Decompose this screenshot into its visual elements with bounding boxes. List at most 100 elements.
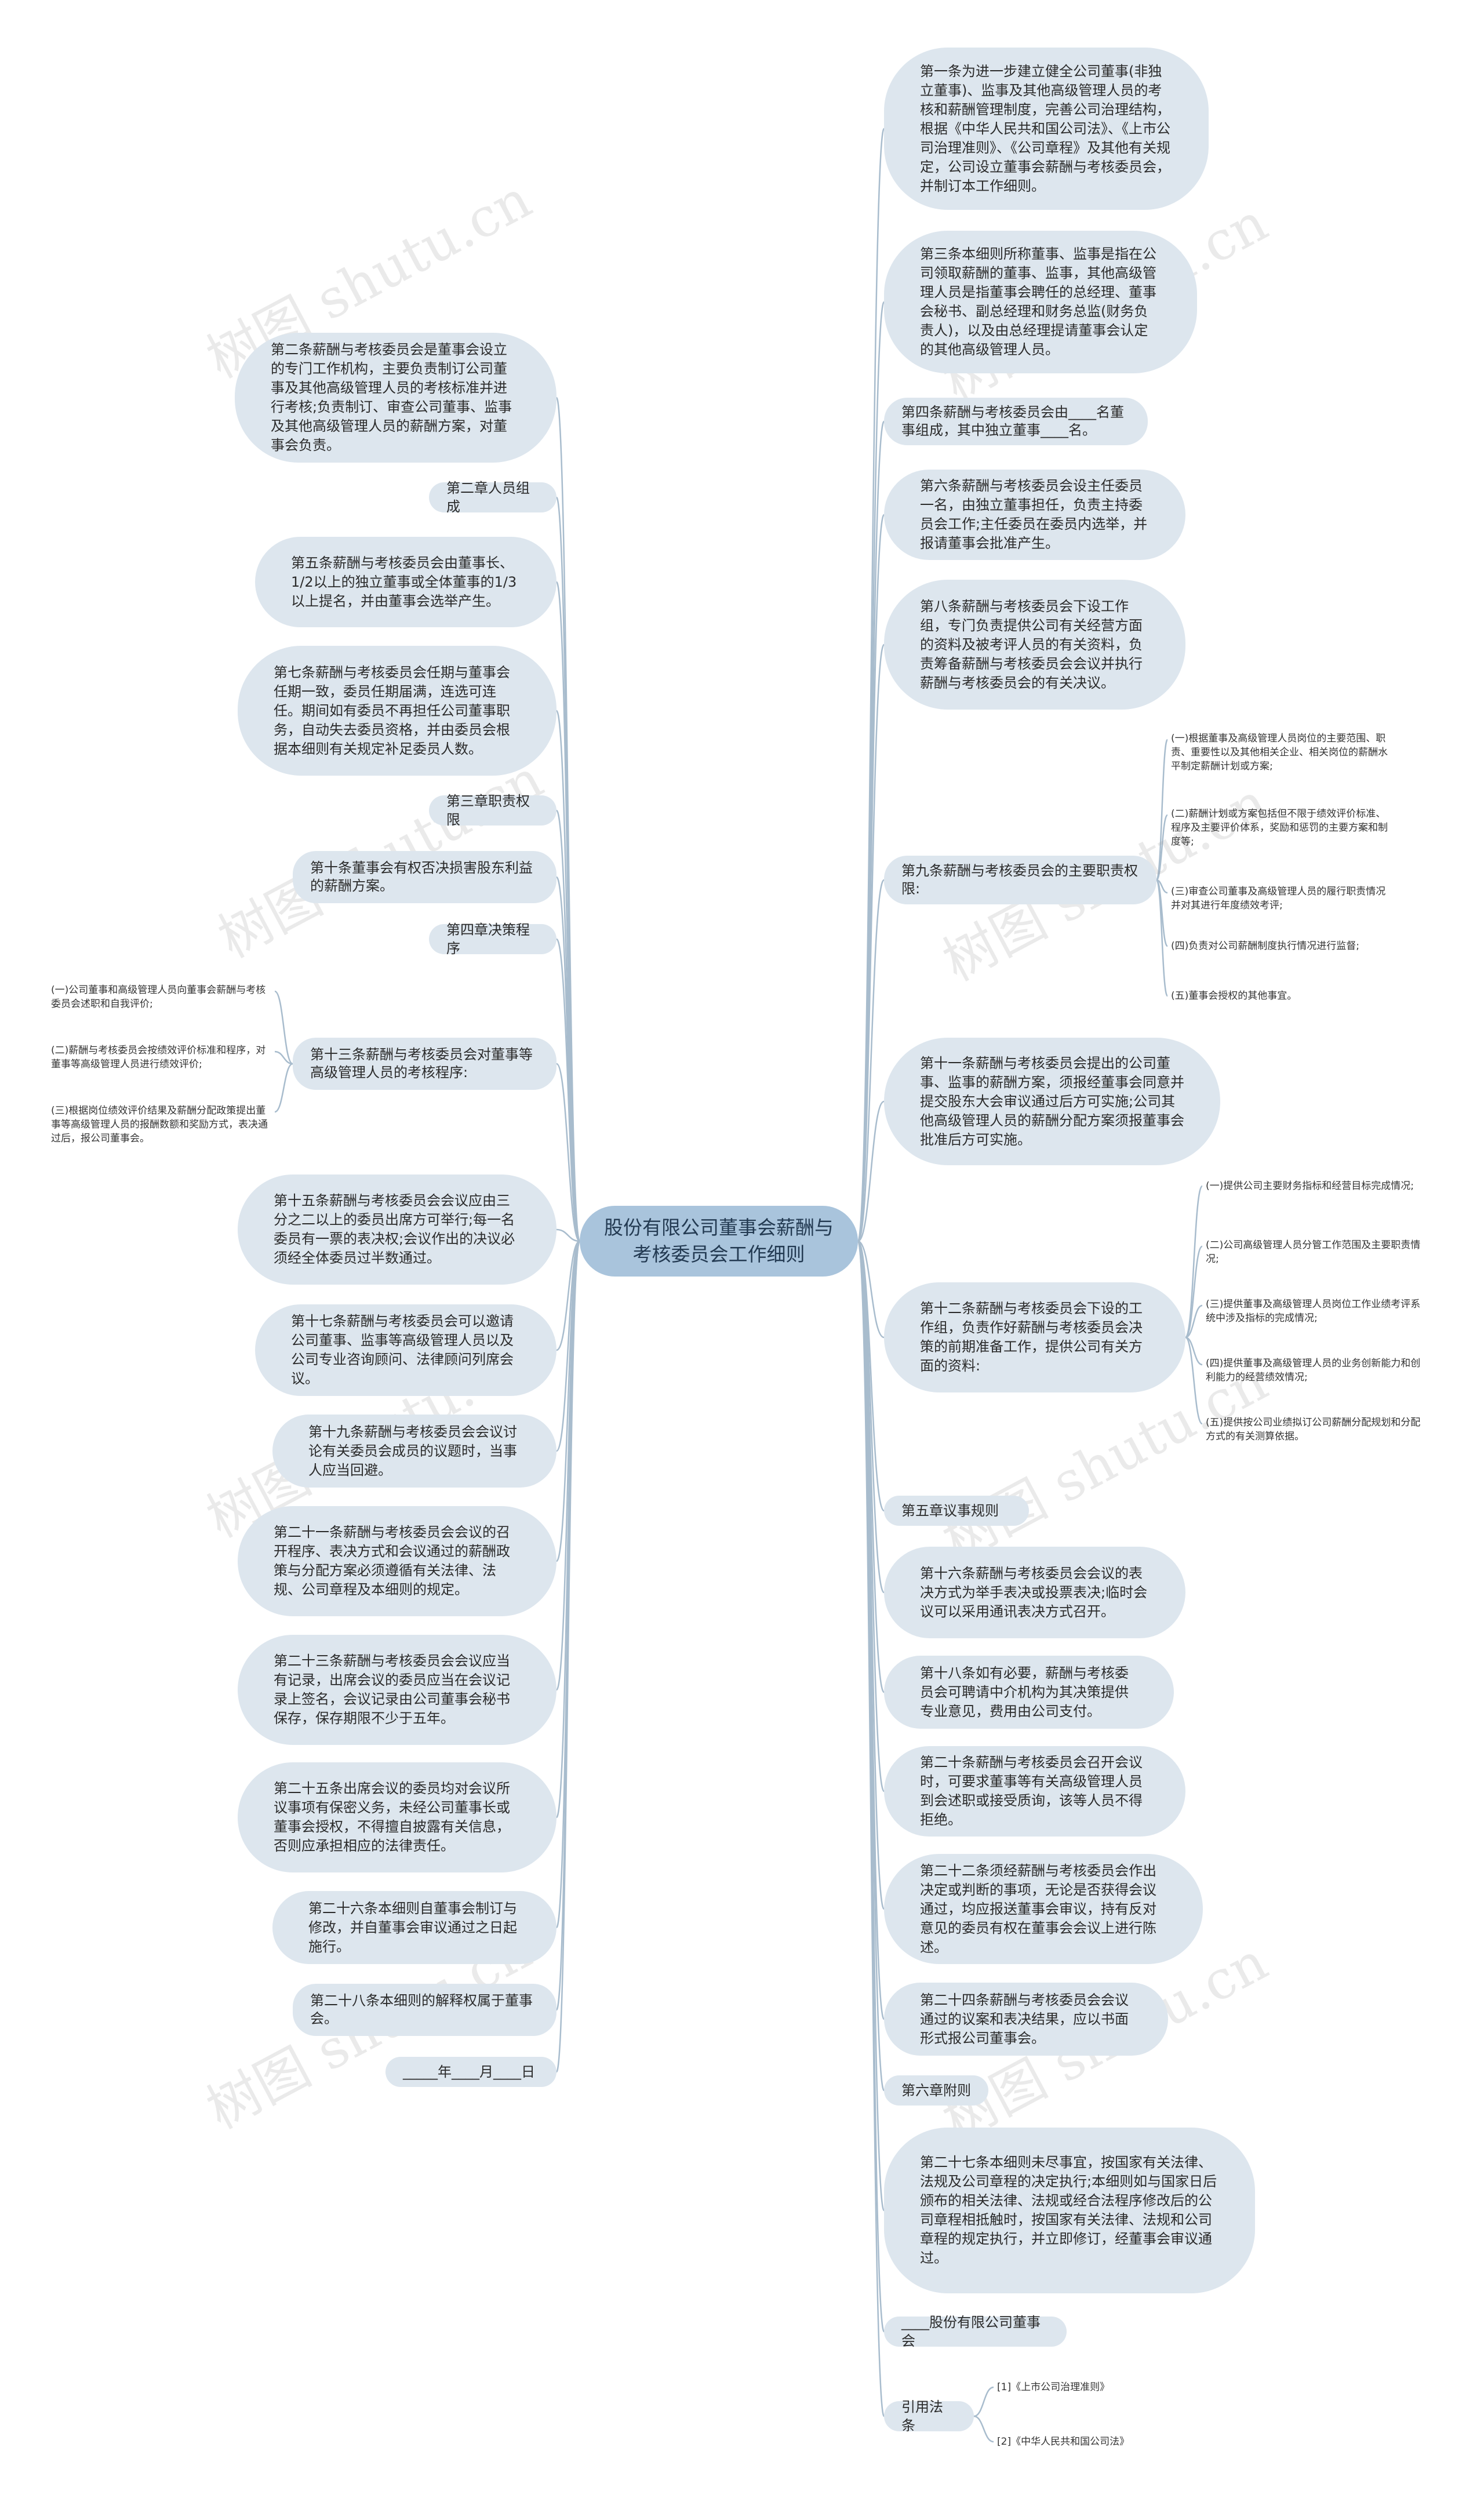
r7-leaf-2: (三)提供董事及高级管理人员岗位工作业绩考评系统中涉及指标的完成情况; xyxy=(1206,1297,1426,1325)
l5-label: 第十条董事会有权否决损害股东利益的薪酬方案。 xyxy=(310,860,533,894)
r5-node[interactable]: 第九条薪酬与考核委员会的主要职责权限: xyxy=(884,856,1156,904)
connector-right-7-leaf-2 xyxy=(1185,1304,1203,1339)
r7-node[interactable]: 第十二条薪酬与考核委员会下设的工作组，负责作好薪酬与考核委员会决策的前期准备工作… xyxy=(884,1282,1185,1392)
leaf-label: (二)薪酬与考核委员会按绩效评价标准和程序，对董事等高级管理人员进行绩效评价; xyxy=(51,1045,266,1070)
connector-right-7-leaf-4 xyxy=(1185,1336,1203,1425)
r10-node[interactable]: 第十八条如有必要，薪酬与考核委员会可聘请中介机构为其决策提供专业意见，费用由公司… xyxy=(884,1656,1174,1729)
r17-leaf-0: [1]《上市公司治理准则》 xyxy=(997,2380,1171,2394)
r11-node[interactable]: 第二十条薪酬与考核委员会召开会议时，可要求董事等有关高级管理人员到会述职或接受质… xyxy=(884,1746,1185,1837)
leaf-label: (三)根据岗位绩效评价结果及薪酬分配政策提出董事等高级管理人员的报酬数额和奖励方… xyxy=(51,1105,268,1144)
r13-label: 第二十四条薪酬与考核委员会会议通过的议案和表决结果，应以书面形式报公司董事会。 xyxy=(920,1991,1129,2046)
leaf-label: (四)提供董事及高级管理人员的业务创新能力和创利能力的经营绩效情况; xyxy=(1206,1358,1421,1383)
r5-leaf-1: (二)薪酬计划或方案包括但不限于绩效评价标准、程序及主要评价体系，奖励和惩罚的主… xyxy=(1171,807,1391,849)
l7-leaf-2: (三)根据岗位绩效评价结果及薪酬分配政策提出董事等高级管理人员的报酬数额和奖励方… xyxy=(51,1104,271,1146)
l8-node[interactable]: 第十五条薪酬与考核委员会会议应由三分之二以上的委员出席方可举行;每一名委员有一票… xyxy=(238,1174,556,1285)
l7-label: 第十三条薪酬与考核委员会对董事等高级管理人员的考核程序: xyxy=(310,1046,533,1081)
connector-left-7 xyxy=(555,1063,581,1242)
leaf-label: [2]《中华人民共和国公司法》 xyxy=(997,2436,1130,2448)
connector-left-7-leaf-0 xyxy=(274,990,293,1065)
r14-label: 第六章附则 xyxy=(901,2082,971,2099)
leaf-label: (二)公司高级管理人员分管工作范围及主要职责情况; xyxy=(1206,1239,1421,1265)
l2-node[interactable]: 第五条薪酬与考核委员会由董事长、1/2以上的独立董事或全体董事的1/3以上提名，… xyxy=(255,537,556,627)
r2-node[interactable]: 第四条薪酬与考核委员会由____名董事组成，其中独立董事____名。 xyxy=(884,398,1148,445)
connector-left-9 xyxy=(556,1240,580,1351)
l9-node[interactable]: 第十七条薪酬与考核委员会可以邀请公司董事、监事等高级管理人员以及公司专业咨询顾问… xyxy=(255,1304,556,1396)
leaf-label: (一)公司董事和高级管理人员向董事会薪酬与考核委员会述职和自我评价; xyxy=(51,984,266,1010)
r17-leaf-1: [2]《中华人民共和国公司法》 xyxy=(997,2435,1171,2449)
r7-leaf-4: (五)提供按公司业绩拟订公司薪酬分配规划和分配方式的有关测算依据。 xyxy=(1206,1416,1426,1443)
connector-right-3 xyxy=(857,514,885,1242)
leaf-label: (五)董事会授权的其他事宜。 xyxy=(1171,990,1297,1002)
r15-node[interactable]: 第二十七条本细则未尽事宜，按国家有关法律、法规及公司章程的决定执行;本细则如与国… xyxy=(884,2128,1255,2293)
leaf-label: (一)提供公司主要财务指标和经营目标完成情况; xyxy=(1206,1180,1414,1192)
r4-node[interactable]: 第八条薪酬与考核委员会下设工作组，专门负责提供公司有关经营方面的资料及被考评人员… xyxy=(884,580,1185,710)
connector-left-16 xyxy=(555,1240,581,2073)
l16-label: _____年____月____日 xyxy=(403,2064,535,2080)
connector-right-6 xyxy=(857,1100,885,1242)
connector-right-17-leaf-0 xyxy=(973,2386,994,2417)
l12-node[interactable]: 第二十三条薪酬与考核委员会会议应当有记录，出席会议的委员应当在会议记录上签名，会… xyxy=(238,1635,556,1745)
l8-label: 第十五条薪酬与考核委员会会议应由三分之二以上的委员出席方可举行;每一名委员有一票… xyxy=(274,1192,515,1266)
r5-leaf-0: (一)根据董事及高级管理人员岗位的主要范围、职责、重要性以及其他相关企业、相关岗… xyxy=(1171,732,1391,773)
l3-label: 第七条薪酬与考核委员会任期与董事会任期一致，委员任期届满，连选可连任。期间如有委… xyxy=(274,664,510,757)
r13-node[interactable]: 第二十四条薪酬与考核委员会会议通过的议案和表决结果，应以书面形式报公司董事会。 xyxy=(884,1983,1168,2056)
l9-label: 第十七条薪酬与考核委员会可以邀请公司董事、监事等高级管理人员以及公司专业咨询顾问… xyxy=(291,1313,514,1387)
root-node[interactable]: 股份有限公司董事会薪酬与考核委员会工作细则 xyxy=(580,1206,858,1277)
r12-node[interactable]: 第二十二条须经薪酬与考核委员会作出决定或判断的事项，无论是否获得会议通过，均应报… xyxy=(884,1854,1203,1964)
leaf-label: (二)薪酬计划或方案包括但不限于绩效评价标准、程序及主要评价体系，奖励和惩罚的主… xyxy=(1171,808,1388,848)
r10-label: 第十八条如有必要，薪酬与考核委员会可聘请中介机构为其决策提供专业意见，费用由公司… xyxy=(920,1664,1129,1719)
l13-node[interactable]: 第二十五条出席会议的委员均对会议所议事项有保密义务，未经公司董事长或董事会授权，… xyxy=(238,1762,556,1872)
l2-label: 第五条薪酬与考核委员会由董事长、1/2以上的独立董事或全体董事的1/3以上提名，… xyxy=(291,554,517,609)
r7-leaf-1: (二)公司高级管理人员分管工作范围及主要职责情况; xyxy=(1206,1238,1426,1266)
l0-node[interactable]: 第二条薪酬与考核委员会是董事会设立的专门工作机构，主要负责制订公司董事及其他高级… xyxy=(235,333,556,463)
connector-left-7-leaf-2 xyxy=(274,1063,293,1113)
connector-right-7-leaf-1 xyxy=(1184,1245,1203,1339)
r5-leaf-2: (三)审查公司董事及高级管理人员的履行职责情况并对其进行年度绩效考评; xyxy=(1171,885,1391,912)
r17-label: 引用法条 xyxy=(901,2399,943,2434)
l6-node[interactable]: 第四章决策程序 xyxy=(429,922,556,957)
leaf-label: (一)根据董事及高级管理人员岗位的主要范围、职责、重要性以及其他相关企业、相关岗… xyxy=(1171,733,1388,772)
r16-label: ____股份有限公司董事会 xyxy=(901,2314,1041,2349)
r3-node[interactable]: 第六条薪酬与考核委员会设主任委员一名，由独立董事担任，负责主持委员会工作;主任委… xyxy=(884,470,1185,560)
r4-label: 第八条薪酬与考核委员会下设工作组，专门负责提供公司有关经营方面的资料及被考评人员… xyxy=(920,598,1143,691)
l1-node[interactable]: 第二章人员组成 xyxy=(429,480,556,515)
r14-node[interactable]: 第六章附则 xyxy=(884,2075,988,2106)
connector-left-13 xyxy=(555,1240,581,1819)
l15-node[interactable]: 第二十八条本细则的解释权属于董事会。 xyxy=(293,1984,556,2036)
r5-label: 第九条薪酬与考核委员会的主要职责权限: xyxy=(901,863,1138,897)
r9-label: 第十六条薪酬与考核委员会会议的表决方式为举手表决或投票表决;临时会议可以采用通讯… xyxy=(920,1565,1148,1620)
l11-node[interactable]: 第二十一条薪酬与考核委员会会议的召开程序、表决方式和会议通过的薪酬政策与分配方案… xyxy=(238,1506,556,1616)
connector-right-5-leaf-4 xyxy=(1155,879,1169,997)
l14-node[interactable]: 第二十六条本细则自董事会制订与修改，并自董事会审议通过之日起施行。 xyxy=(272,1891,556,1964)
l10-node[interactable]: 第十九条薪酬与考核委员会会议讨论有关委员会成员的议题时，当事人应当回避。 xyxy=(272,1415,556,1488)
l7-leaf-1: (二)薪酬与考核委员会按绩效评价标准和程序，对董事等高级管理人员进行绩效评价; xyxy=(51,1043,271,1071)
r8-node[interactable]: 第五章议事规则 xyxy=(884,1496,1029,1526)
connector-right-7-leaf-0 xyxy=(1184,1185,1203,1339)
r6-label: 第十一条薪酬与考核委员会提出的公司董事、监事的薪酬方案，须报经董事会同意并提交股… xyxy=(920,1054,1184,1148)
l16-node[interactable]: _____年____月____日 xyxy=(385,2057,556,2087)
r11-label: 第二十条薪酬与考核委员会召开会议时，可要求董事等有关高级管理人员到会述职或接受质… xyxy=(920,1754,1143,1828)
l14-label: 第二十六条本细则自董事会制订与修改，并自董事会审议通过之日起施行。 xyxy=(308,1900,517,1955)
l11-label: 第二十一条薪酬与考核委员会会议的召开程序、表决方式和会议通过的薪酬政策与分配方案… xyxy=(274,1524,510,1598)
r9-node[interactable]: 第十六条薪酬与考核委员会会议的表决方式为举手表决或投票表决;临时会议可以采用通讯… xyxy=(884,1547,1185,1638)
r16-node[interactable]: ____股份有限公司董事会 xyxy=(884,2314,1067,2349)
r0-node[interactable]: 第一条为进一步建立健全公司董事(非独立董事)、监事及其他高级管理人员的考核和薪酬… xyxy=(884,48,1209,210)
l3-node[interactable]: 第七条薪酬与考核委员会任期与董事会任期一致，委员任期届满，连选可连任。期间如有委… xyxy=(238,646,556,776)
l5-node[interactable]: 第十条董事会有权否决损害股东利益的薪酬方案。 xyxy=(293,851,556,903)
r6-node[interactable]: 第十一条薪酬与考核委员会提出的公司董事、监事的薪酬方案，须报经董事会同意并提交股… xyxy=(884,1038,1220,1165)
r3-label: 第六条薪酬与考核委员会设主任委员一名，由独立董事担任，负责主持委员会工作;主任委… xyxy=(920,478,1148,551)
r12-label: 第二十二条须经薪酬与考核委员会作出决定或判断的事项，无论是否获得会议通过，均应报… xyxy=(920,1862,1156,1955)
r7-leaf-0: (一)提供公司主要财务指标和经营目标完成情况; xyxy=(1206,1179,1426,1193)
r7-leaf-3: (四)提供董事及高级管理人员的业务创新能力和创利能力的经营绩效情况; xyxy=(1206,1357,1426,1384)
r1-node[interactable]: 第三条本细则所称董事、监事是指在公司领取薪酬的董事、监事，其他高级管理人员是指董… xyxy=(884,231,1197,373)
l7-node[interactable]: 第十三条薪酬与考核委员会对董事等高级管理人员的考核程序: xyxy=(293,1038,556,1090)
r17-node[interactable]: 引用法条 xyxy=(884,2399,974,2434)
l4-node[interactable]: 第三章职责权限 xyxy=(429,793,556,828)
connector-left-8 xyxy=(556,1228,580,1242)
l12-label: 第二十三条薪酬与考核委员会会议应当有记录，出席会议的委员应当在会议记录上签名，会… xyxy=(274,1653,510,1726)
connector-left-6 xyxy=(555,938,581,1242)
l15-label: 第二十八条本细则的解释权属于董事会。 xyxy=(310,1992,533,2027)
connector-right-17 xyxy=(857,1240,885,2417)
l10-label: 第十九条薪酬与考核委员会会议讨论有关委员会成员的议题时，当事人应当回避。 xyxy=(308,1423,517,1478)
